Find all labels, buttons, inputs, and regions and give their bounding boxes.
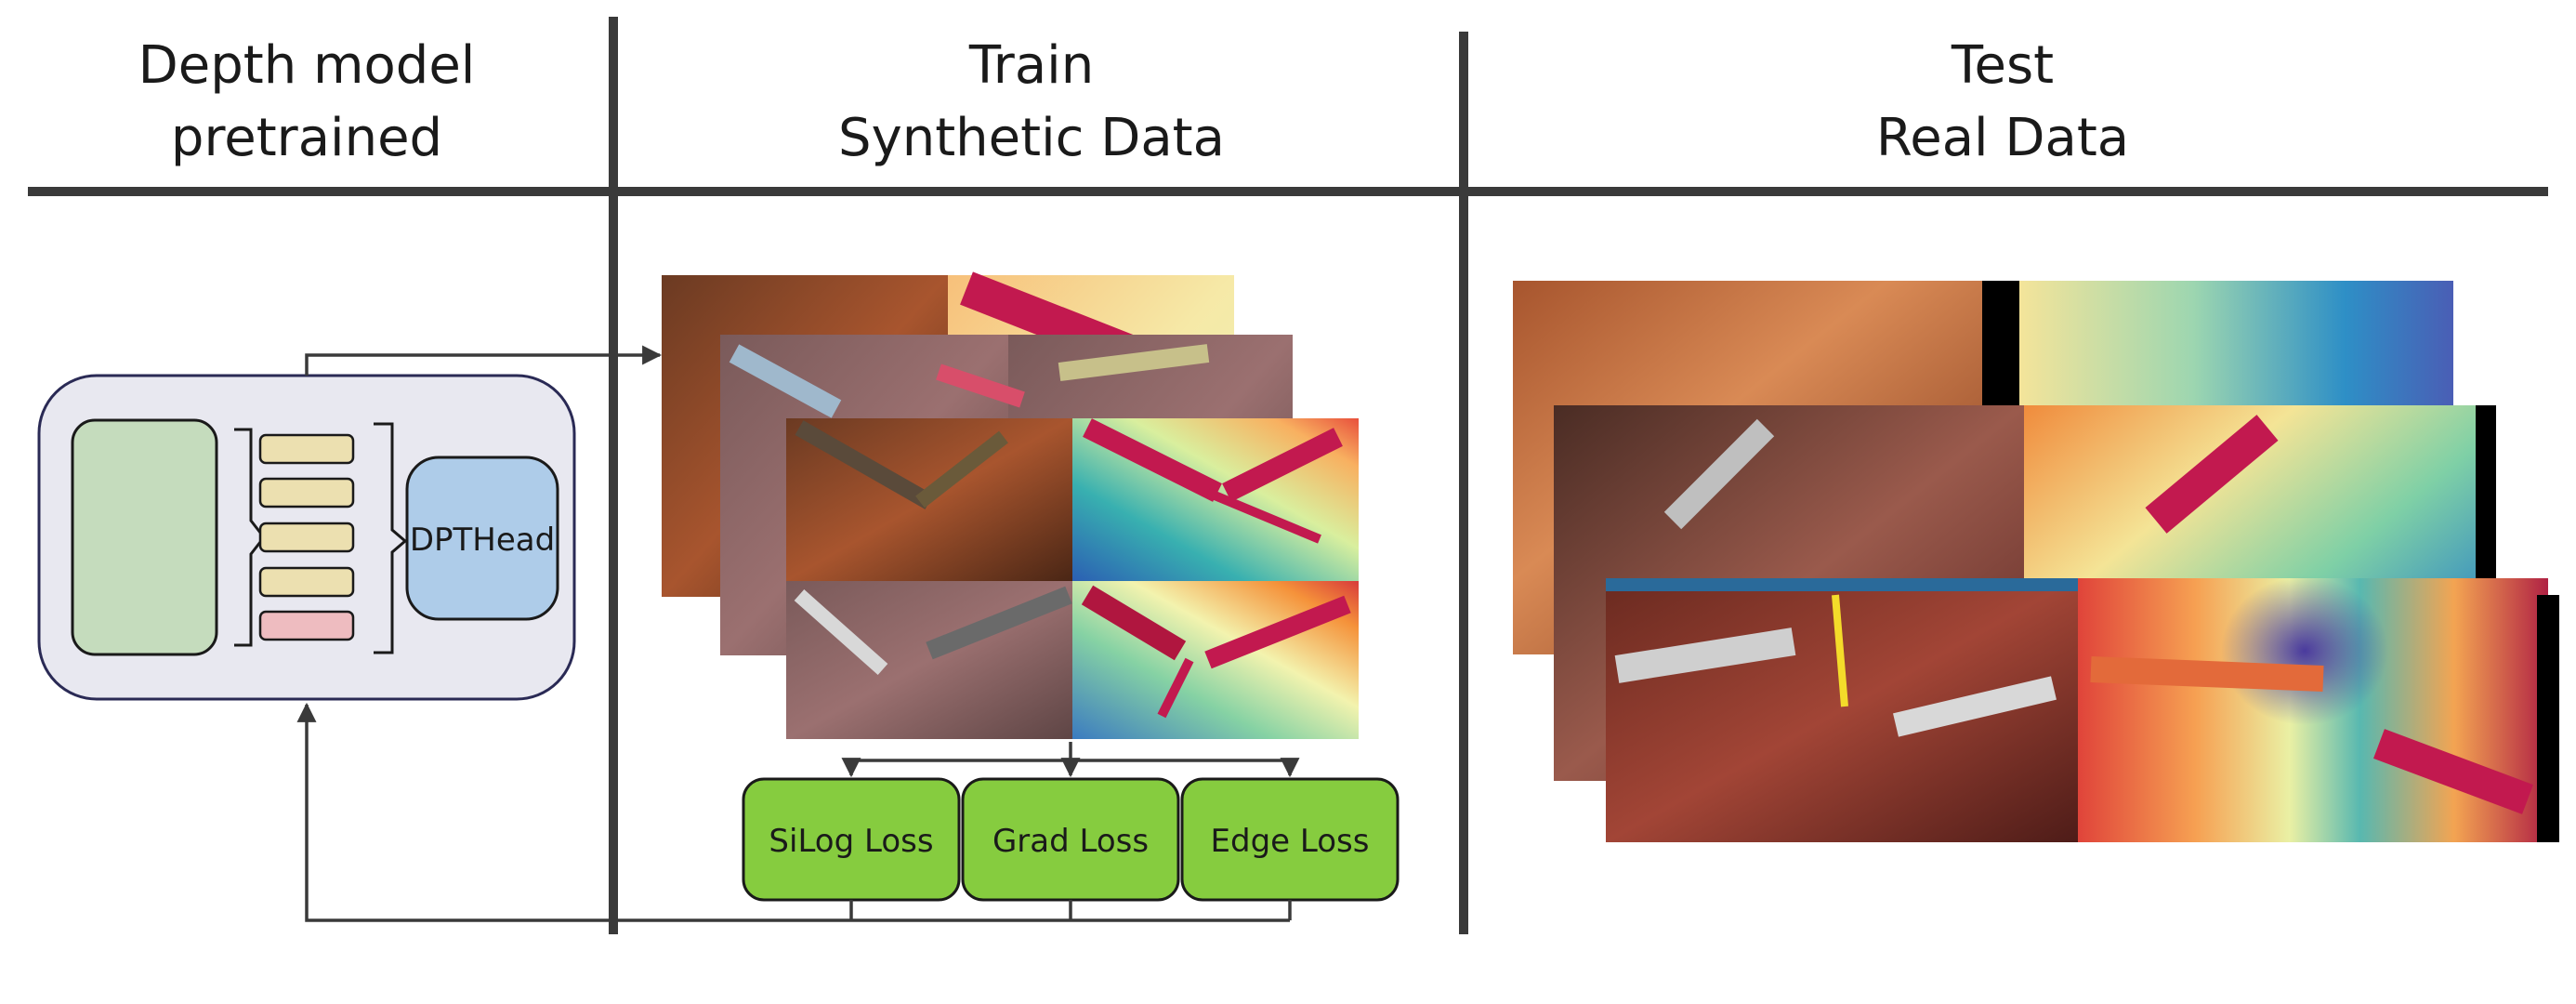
header-test-line2: Real Data: [1875, 108, 2130, 168]
real-tool-front-1: [1614, 628, 1796, 683]
tool-front-1: [795, 420, 934, 509]
header-train: Train Synthetic Data: [613, 30, 1450, 175]
tool-depth-front-3: [1206, 488, 1321, 544]
header-test: Test Real Data: [1464, 30, 2542, 175]
right-bracket: [374, 422, 408, 654]
header-pretrained: Depth model pretrained: [28, 30, 585, 175]
loss-grad: Grad Loss: [961, 777, 1180, 902]
token-block-2: [258, 477, 355, 509]
tool-depth-front-2: [1222, 428, 1343, 502]
tool-depth-bottom-1: [1081, 585, 1187, 661]
encoder-block: [71, 418, 218, 656]
token-block-4: [258, 566, 355, 598]
real-depth-front-blob: [2221, 576, 2388, 725]
token-block-3: [258, 522, 355, 553]
tool-front-2: [915, 430, 1008, 509]
synthetic-pair-front-bottom: [786, 581, 1359, 739]
arrow-feedback-to-model: [296, 702, 1290, 922]
token-block-1: [258, 433, 355, 465]
token-block-5: [258, 610, 355, 641]
real-yellow-wire: [1832, 594, 1848, 707]
tool-depth-front-1: [1083, 418, 1222, 502]
feedback-stems: [849, 900, 1292, 920]
header-train-line2: Synthetic Data: [838, 108, 1225, 168]
real-screen-bar: [1606, 578, 2078, 591]
real-tool-depth-front-1: [2090, 656, 2324, 692]
arrow-model-to-train: [305, 345, 663, 376]
header-pretrained-line1: Depth model: [138, 35, 476, 96]
tool-front-bottom-1: [794, 589, 888, 675]
header-test-line1: Test: [1951, 35, 2055, 96]
real-tool-front-2: [1893, 676, 2057, 737]
tool-depth-bottom-3: [1157, 657, 1194, 719]
real-tool-depth-mid: [2145, 415, 2279, 534]
loss-edge: Edge Loss: [1180, 777, 1400, 902]
synthetic-pair-front-top: [786, 418, 1359, 581]
dpthead-label: DPTHead: [410, 522, 555, 559]
header-train-line1: Train: [968, 35, 1095, 96]
tool-mid-3: [936, 363, 1025, 408]
loss-silog-label: SiLog Loss: [769, 823, 933, 860]
real-stack: [1513, 281, 2559, 842]
synthetic-stack: [662, 271, 1359, 739]
real-pair-front: [1606, 576, 2559, 842]
real-tool-mid-1: [1663, 418, 1775, 530]
tool-mid-2: [1058, 344, 1210, 381]
loss-grad-label: Grad Loss: [992, 823, 1149, 860]
real-tool-depth-front-2: [2373, 729, 2533, 814]
depth-model: DPTHead: [37, 374, 576, 701]
dpthead-block: [405, 456, 559, 621]
tool-front-bottom-2: [926, 586, 1072, 660]
tool-depth-bottom-2: [1204, 595, 1351, 669]
loss-edge-label: Edge Loss: [1211, 823, 1370, 860]
loss-silog: SiLog Loss: [742, 777, 961, 902]
header-pretrained-line2: pretrained: [170, 108, 443, 168]
real-border-mid: [2476, 405, 2496, 591]
tool-mid-1: [729, 344, 842, 418]
